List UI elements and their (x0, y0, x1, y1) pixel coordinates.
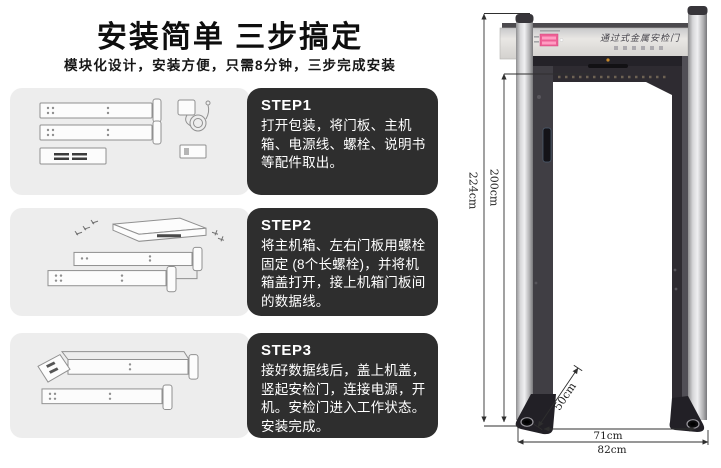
step3-drawing (37, 351, 199, 411)
bolt-marks (74, 219, 225, 242)
dimension-overall-width: 82cm (597, 444, 627, 456)
gate-product-label: 通过式金属安检门 (599, 34, 680, 44)
step2-drawing (47, 217, 225, 293)
install-guide-panel: 安装简单 三步搞定 模块化设计，安装方便，只需8分钟，三步完成安装 (10, 21, 438, 438)
gate-silver-posts (515, 6, 708, 420)
step3-label: STEP3 (261, 342, 312, 359)
step2-illustration (10, 208, 250, 316)
step1-text-box: STEP1 打开包装，将门板、主机箱、电源线、螺栓、说明书等配件取出。 (247, 88, 438, 195)
page-title: 安装简单 三步搞定 (96, 21, 364, 54)
dimension-lines (481, 13, 709, 445)
dimension-overall-height: 224cm (466, 171, 480, 210)
gate-feet (515, 394, 705, 435)
page-subtitle: 模块化设计，安装方便，只需8分钟，三步完成安装 (63, 58, 397, 73)
product-dimension-panel: 通过式金属安检门 224cm 200cm 50cm 71cm 82cm (460, 0, 721, 468)
control-box-vent (157, 234, 181, 238)
step1-illustration (10, 88, 250, 195)
frame-screw (537, 95, 541, 99)
step1-drawing (39, 98, 211, 165)
step1-description: 打开包装，将门板、主机箱、电源线、螺栓、说明书等配件取出。 (261, 118, 426, 170)
manual-text-lines (54, 153, 87, 160)
gate-dark-frame (531, 56, 688, 402)
reset-button-dot (559, 38, 564, 42)
indicator-slot (542, 127, 552, 163)
step2-label: STEP2 (261, 217, 312, 234)
speaker-slot (588, 64, 628, 68)
step3-illustration (10, 333, 250, 438)
step-card-1: STEP1 打开包装，将门板、主机箱、电源线、螺栓、说明书等配件取出。 (10, 88, 438, 195)
step-card-2: STEP2 将主机箱、左右门板用螺栓固定 (8个长螺栓)，并将机箱盖打开，接上机… (10, 208, 438, 316)
panel-rivets (48, 363, 132, 400)
step2-description: 将主机箱、左右门板用螺栓固定 (8个长螺栓)，并将机箱盖打开，接上机箱门板间的数… (261, 238, 426, 309)
dimension-inner-height: 200cm (487, 168, 501, 207)
security-gate-image (481, 6, 709, 445)
remote-detail (184, 148, 189, 155)
gate-fine-print (614, 46, 666, 50)
step2-text-box: STEP2 将主机箱、左右门板用螺栓固定 (8个长螺栓)，并将机箱盖打开，接上机… (247, 208, 438, 316)
display-caption (540, 30, 560, 32)
step3-text-box: STEP3 接好数据线后，盖上机盖，竖起安检门，连接电源，开机。安检门进入工作状… (247, 333, 438, 438)
step-card-3: STEP3 接好数据线后，盖上机盖，竖起安检门，连接电源，开机。安检门进入工作状… (10, 333, 438, 438)
dimension-inner-width: 71cm (593, 430, 623, 442)
panel-rivets (46, 106, 110, 137)
step3-description: 接好数据线后，盖上机盖，竖起安检门，连接电源，开机。安检门进入工作状态。安装完成… (261, 363, 426, 434)
step1-label: STEP1 (261, 97, 312, 114)
mounted-box-stripes (46, 361, 59, 374)
panel-rivets (54, 255, 152, 282)
led-dot (606, 58, 610, 62)
